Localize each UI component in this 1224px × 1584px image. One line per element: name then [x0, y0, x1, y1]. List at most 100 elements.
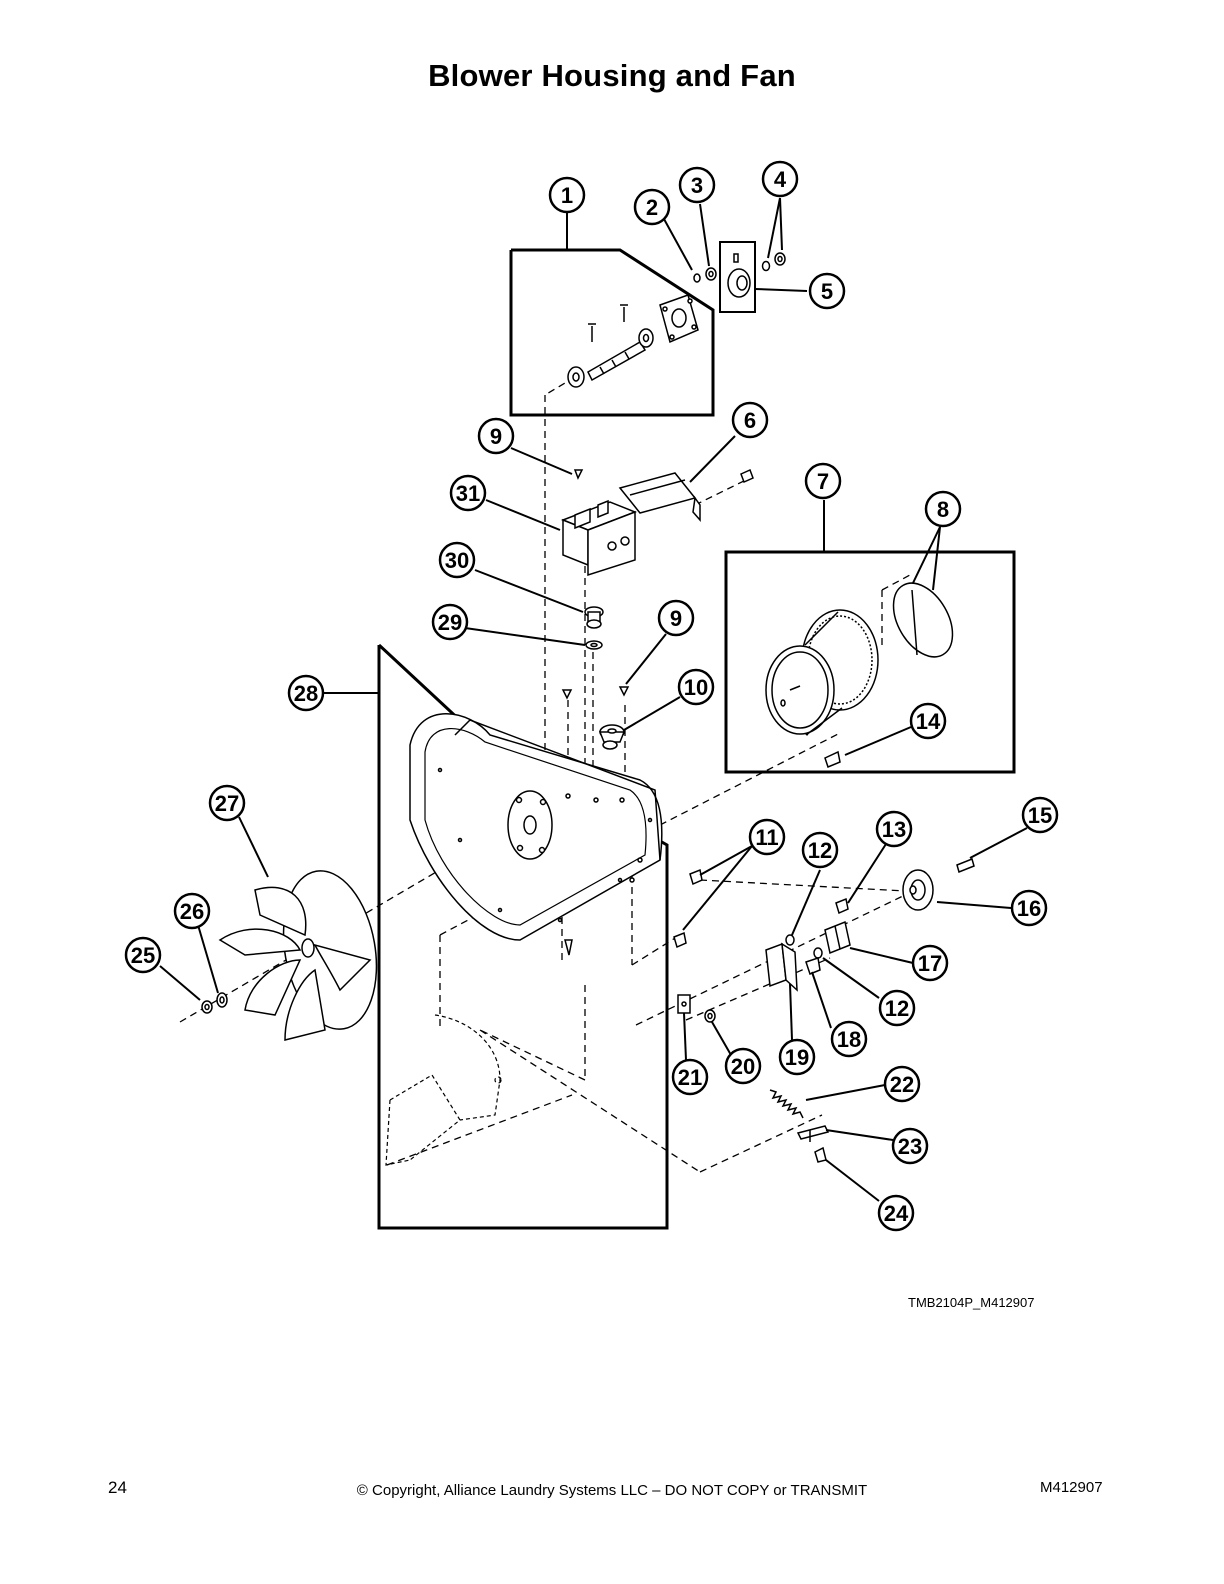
callout-balloon — [878, 989, 916, 1027]
callout-balloon — [731, 401, 769, 439]
callout-balloon — [173, 892, 211, 930]
thermostat-30 — [584, 606, 604, 629]
callout-number: 2 — [646, 195, 658, 220]
screw-15 — [956, 857, 975, 874]
page-title: Blower Housing and Fan — [428, 58, 796, 93]
callout-8: 8 — [924, 490, 962, 528]
lever-23 — [796, 1125, 830, 1142]
bracket-31 — [560, 499, 638, 577]
callout-5: 5 — [808, 272, 846, 310]
callout-balloon — [548, 176, 586, 214]
parts — [201, 252, 975, 1166]
callout-number: 25 — [131, 943, 155, 968]
callout-balloon — [883, 1065, 921, 1103]
callout-9: 9 — [657, 599, 695, 637]
callout-13: 13 — [875, 810, 913, 848]
callout-9: 9 — [477, 417, 515, 455]
bracket-19 — [765, 942, 798, 992]
callout-24: 24 — [877, 1194, 915, 1232]
callout-balloon — [449, 474, 487, 512]
callout-22: 22 — [883, 1065, 921, 1103]
callout-number: 9 — [490, 424, 502, 449]
callout-30: 30 — [438, 541, 476, 579]
callout-20: 20 — [724, 1047, 762, 1085]
callout-balloon — [911, 944, 949, 982]
callout-balloon — [891, 1127, 929, 1165]
callout-balloon — [1021, 796, 1059, 834]
callout-balloon — [778, 1038, 816, 1076]
callout-balloon — [1010, 889, 1048, 927]
callout-balloon — [657, 599, 695, 637]
callout-7: 7 — [804, 462, 842, 500]
callout-number: 28 — [294, 681, 318, 706]
callout-number: 10 — [684, 675, 708, 700]
callout-number: 29 — [438, 610, 462, 635]
figure-code: TMB2104P_M412907 — [908, 1295, 1035, 1310]
callout-17: 17 — [911, 944, 949, 982]
callout-balloon — [633, 188, 671, 226]
callout-number: 23 — [898, 1134, 922, 1159]
callout-balloon — [287, 674, 325, 712]
frame-group-1 — [509, 248, 715, 417]
document-number: M412907 — [1040, 1479, 1103, 1496]
callout-balloon — [804, 462, 842, 500]
frame-group-7 — [724, 550, 1016, 774]
callout-19: 19 — [778, 1038, 816, 1076]
small-washers-2-3 — [693, 267, 717, 283]
callout-1: 1 — [548, 176, 586, 214]
washer-29 — [585, 640, 603, 650]
bracket-17 — [824, 920, 851, 955]
screws-11 — [673, 868, 703, 949]
copyright-notice: © Copyright, Alliance Laundry Systems LL… — [356, 1482, 868, 1499]
cover-10 — [598, 724, 626, 743]
spring-22 — [769, 1089, 804, 1119]
callout-number: 16 — [1017, 896, 1041, 921]
callout-number: 12 — [885, 996, 909, 1021]
callout-balloon — [677, 668, 715, 706]
nuts-4 — [761, 252, 786, 272]
callout-number: 3 — [691, 173, 703, 198]
pulley-assembly-7 — [765, 609, 879, 736]
callout-balloon — [431, 603, 469, 641]
callout-10: 10 — [677, 668, 715, 706]
callout-31: 31 — [449, 474, 487, 512]
callout-balloon — [678, 166, 716, 204]
callout-21: 21 — [671, 1058, 709, 1096]
callout-balloon — [208, 784, 246, 822]
shield-8 — [892, 582, 954, 658]
callout-number: 27 — [215, 791, 239, 816]
callout-18: 18 — [830, 1020, 868, 1058]
lint-duct — [385, 1014, 502, 1166]
washer-26 — [216, 992, 228, 1008]
callout-28: 28 — [287, 674, 325, 712]
callout-number: 9 — [670, 606, 682, 631]
callout-number: 7 — [817, 469, 829, 494]
callout-balloon — [477, 417, 515, 455]
callout-number: 15 — [1028, 803, 1052, 828]
group-frames — [377, 241, 1016, 1230]
screw-18 — [805, 957, 821, 975]
callout-11: 11 — [748, 818, 786, 856]
clip-21 — [677, 994, 691, 1014]
callout-number: 6 — [744, 408, 756, 433]
callout-23: 23 — [891, 1127, 929, 1165]
idler-pulley-16 — [902, 869, 934, 911]
callout-balloon — [748, 818, 786, 856]
nut-25 — [201, 1000, 213, 1014]
callout-14: 14 — [909, 702, 947, 740]
callout-16: 16 — [1010, 889, 1048, 927]
nut-12 — [785, 934, 823, 959]
callout-number: 8 — [937, 497, 949, 522]
callout-number: 21 — [678, 1065, 702, 1090]
callout-balloon — [808, 272, 846, 310]
callout-balloon — [909, 702, 947, 740]
screw-13 — [835, 897, 849, 915]
callout-27: 27 — [208, 784, 246, 822]
callout-4: 4 — [761, 160, 799, 198]
callout-number: 19 — [785, 1045, 809, 1070]
pin-24 — [814, 1146, 827, 1163]
leader-lines — [159, 197, 1028, 1202]
bearing-housing-plate — [659, 294, 699, 344]
